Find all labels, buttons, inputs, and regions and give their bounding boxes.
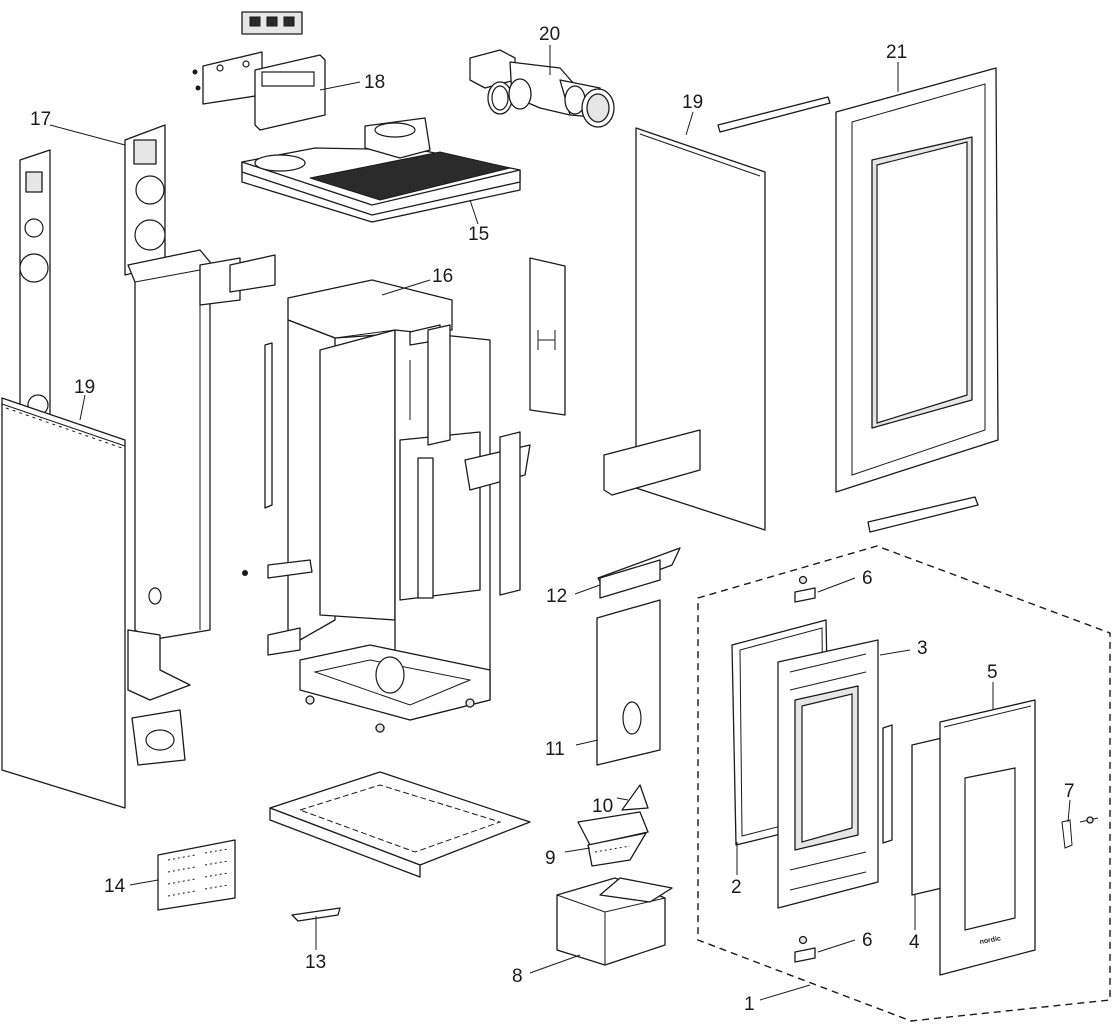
base-tray [269, 771, 531, 878]
rear-duct-column [127, 249, 276, 766]
label-19-right: 19 [682, 92, 703, 113]
label-18: 18 [364, 72, 385, 93]
part-17-side-panels [19, 124, 166, 421]
part-15-top-plate [241, 117, 521, 223]
part-11-plate [596, 599, 661, 766]
label-17: 17 [30, 109, 51, 130]
label-10: 10 [592, 796, 613, 817]
label-15: 15 [468, 224, 489, 245]
center-bracket-panel [529, 257, 566, 416]
part-8-ash-box [556, 877, 673, 966]
door-hinge-strip [882, 724, 893, 844]
label-5: 5 [987, 662, 998, 683]
part-19-left-side-panel [1, 397, 126, 809]
label-8: 8 [512, 966, 523, 987]
part-13-hook-tool [291, 907, 341, 922]
label-14: 14 [104, 876, 126, 897]
part-21-front-frame [835, 67, 999, 533]
leader-lines [49, 45, 1071, 1001]
label-3: 3 [917, 638, 928, 659]
label-7: 7 [1064, 781, 1075, 802]
label-12: 12 [546, 586, 567, 607]
part-18-display-panel [192, 11, 326, 131]
part-6-hinge-top [794, 575, 816, 603]
part-14-grille [157, 839, 236, 911]
part-12-deflector [597, 547, 681, 599]
label-9: 9 [545, 848, 556, 869]
part-4-glass [911, 737, 943, 896]
part-5-door: nordic [939, 699, 1036, 976]
top-trim-strip [717, 96, 831, 133]
label-21: 21 [886, 42, 907, 63]
label-4: 4 [909, 932, 920, 953]
label-16: 16 [432, 266, 453, 287]
part-3-door-frame [777, 639, 879, 909]
part-9-burn-pot [577, 811, 649, 867]
part-20-flue-pipe [469, 49, 615, 128]
door-logo-text: nordic [979, 935, 1001, 946]
label-6-bottom: 6 [862, 930, 873, 951]
door-assembly-boundary [697, 545, 1111, 1022]
part-6-hinge-bottom [794, 935, 816, 963]
label-2: 2 [731, 877, 742, 898]
label-20: 20 [539, 24, 560, 45]
label-13: 13 [305, 952, 326, 973]
part-16-stove-body [242, 279, 531, 733]
part-19-right-rear-panel [603, 127, 766, 531]
part-10-clip [621, 784, 649, 811]
part-7-handle [1061, 816, 1099, 849]
label-6-top: 6 [862, 568, 873, 589]
part-number-labels: 17 18 20 19 21 15 16 19 6 12 3 5 7 10 11… [30, 24, 1075, 1015]
label-11: 11 [545, 739, 565, 760]
label-1: 1 [744, 994, 755, 1015]
label-19-left: 19 [74, 377, 95, 398]
